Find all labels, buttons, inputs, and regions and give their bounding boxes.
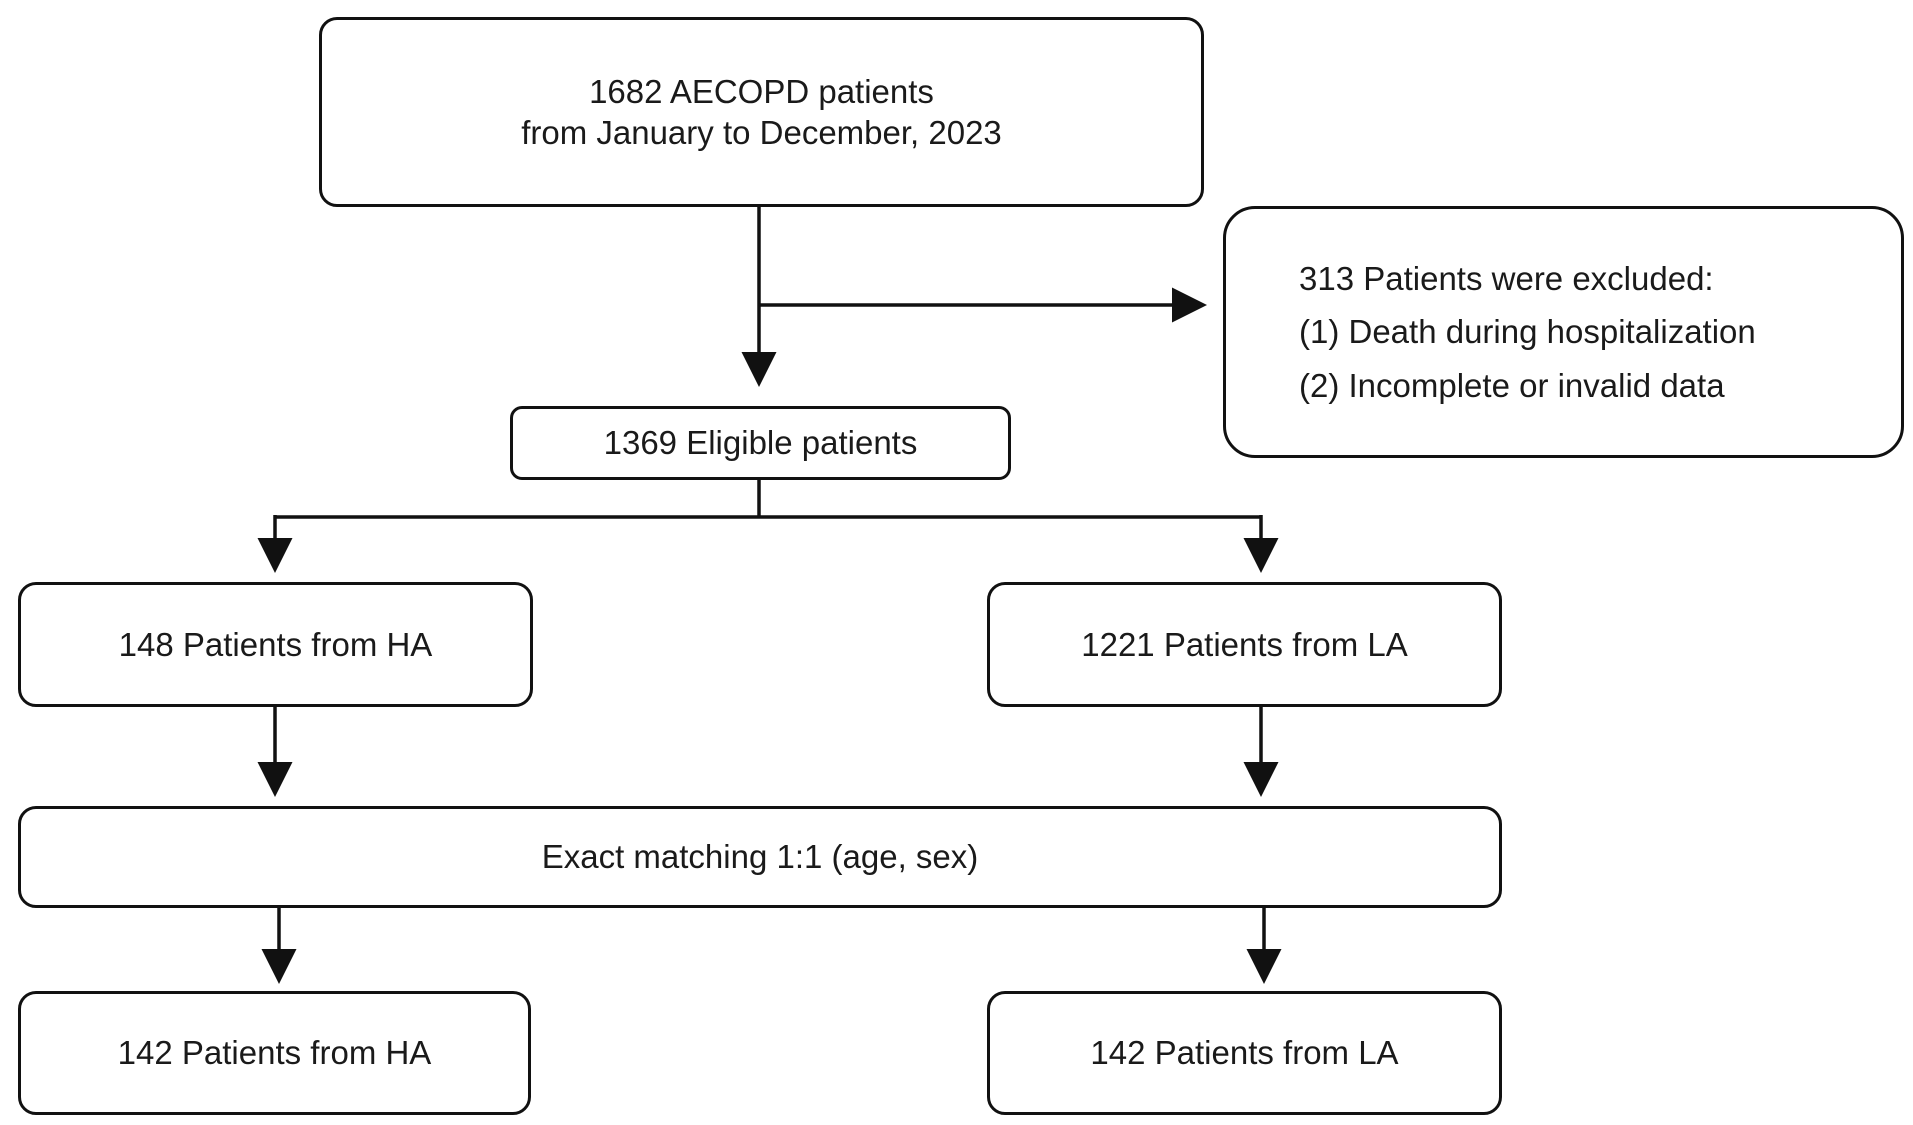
- la-group-text: 1221 Patients from LA: [1081, 625, 1408, 663]
- box-la-matched: 142 Patients from LA: [987, 991, 1502, 1115]
- box-ha-matched: 142 Patients from HA: [18, 991, 531, 1115]
- box-ha-group: 148 Patients from HA: [18, 582, 533, 707]
- excluded-reason-1: (1) Death during hospitalization: [1299, 313, 1756, 351]
- total-patients-text: 1682 AECOPD patients: [589, 72, 934, 110]
- box-eligible: 1369 Eligible patients: [510, 406, 1011, 480]
- excluded-reason-2: (2) Incomplete or invalid data: [1299, 366, 1725, 404]
- box-total-patients: 1682 AECOPD patients from January to Dec…: [319, 17, 1204, 207]
- ha-matched-text: 142 Patients from HA: [117, 1034, 432, 1072]
- matching-text: Exact matching 1:1 (age, sex): [541, 838, 979, 876]
- excluded-title: 313 Patients were excluded:: [1299, 260, 1714, 298]
- box-excluded: 313 Patients were excluded: (1) Death du…: [1223, 206, 1904, 458]
- date-range-text: from January to December, 2023: [521, 114, 1002, 151]
- la-matched-text: 142 Patients from LA: [1090, 1034, 1399, 1072]
- ha-group-text: 148 Patients from HA: [118, 625, 433, 663]
- eligible-text: 1369 Eligible patients: [603, 424, 918, 462]
- box-la-group: 1221 Patients from LA: [987, 582, 1502, 707]
- box-matching: Exact matching 1:1 (age, sex): [18, 806, 1502, 908]
